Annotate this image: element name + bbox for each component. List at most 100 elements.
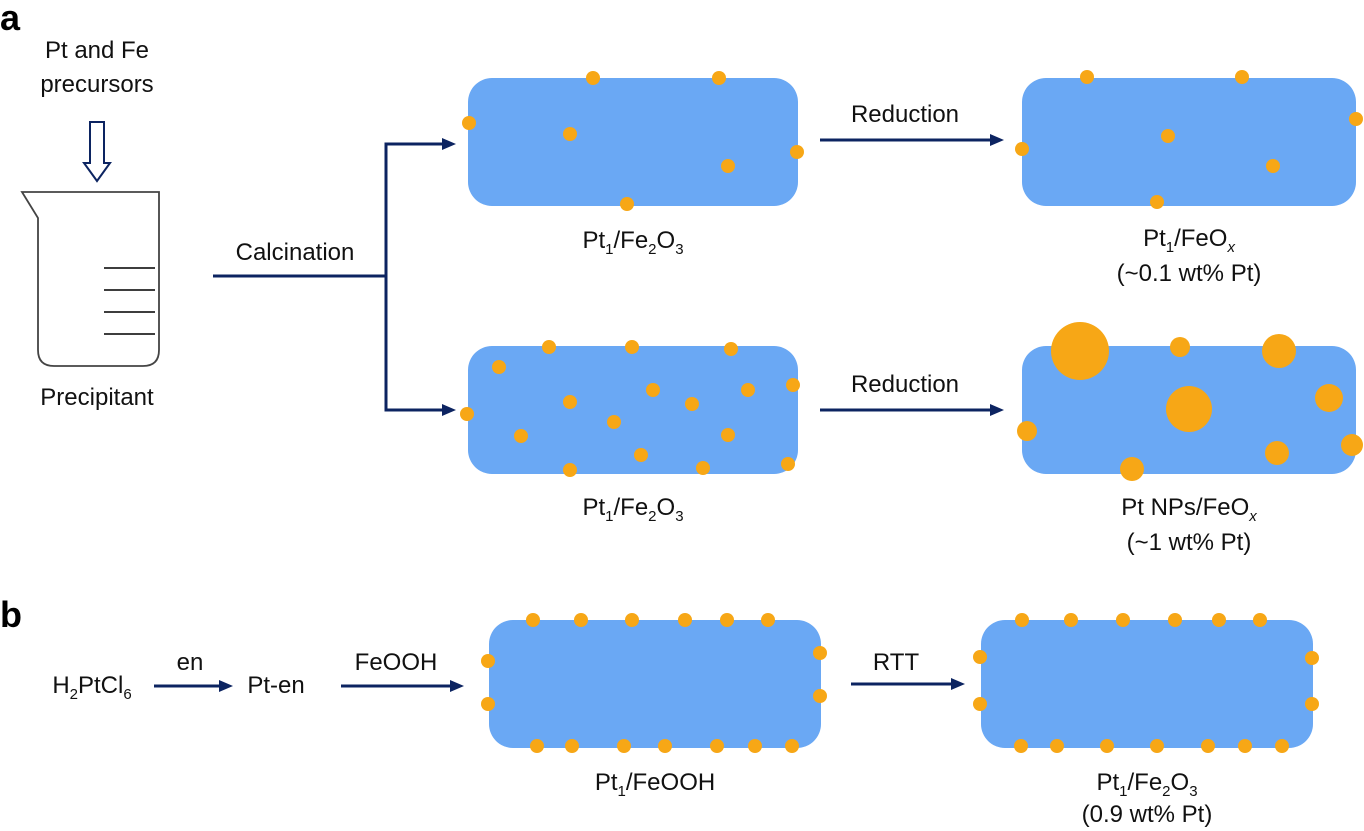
particle: [1017, 421, 1037, 441]
hollow-down-arrow-icon: [82, 121, 112, 183]
support-box-top-right: [1022, 78, 1356, 206]
particle: [696, 461, 710, 475]
particle: [1064, 613, 1078, 627]
particle: [1015, 613, 1029, 627]
particle: [460, 407, 474, 421]
particle: [563, 395, 577, 409]
particle: [565, 739, 579, 753]
particle: [1015, 142, 1029, 156]
particle: [1341, 434, 1363, 456]
pt-single-atoms-top-right: [1015, 70, 1363, 209]
pt1-fe2o3-top-label: Pt1/Fe2O3: [582, 227, 683, 258]
particle: [710, 739, 724, 753]
calcination-branch-arrow: [213, 138, 456, 416]
support-box-feooh: [489, 620, 821, 748]
particle: [685, 397, 699, 411]
particle: [1275, 739, 1289, 753]
pt-single-atoms-fe2o3-b: [973, 613, 1319, 753]
particle: [1100, 739, 1114, 753]
panel-a-letter: a: [0, 0, 21, 38]
h2ptcl6-label: H2PtCl6: [52, 672, 131, 703]
pt1-fe2o3-b-label: Pt1/Fe2O3: [1096, 769, 1197, 800]
particle: [1161, 129, 1175, 143]
particle: [574, 613, 588, 627]
calcination-label: Calcination: [236, 239, 355, 266]
particle: [1305, 651, 1319, 665]
particle: [1349, 112, 1363, 126]
pt-nanoparticles: [1017, 322, 1363, 481]
particle: [1170, 337, 1190, 357]
loading-label-bottom: (~1 wt% Pt): [1127, 529, 1252, 556]
panel-b-letter: b: [0, 594, 22, 635]
particle: [720, 613, 734, 627]
particle: [712, 71, 726, 85]
particle: [563, 463, 577, 477]
particle: [514, 429, 528, 443]
particle: [1266, 159, 1280, 173]
particle: [1080, 70, 1094, 84]
particle: [1168, 613, 1182, 627]
particle: [721, 159, 735, 173]
precipitant-label: Precipitant: [40, 384, 154, 411]
particle: [1201, 739, 1215, 753]
particle: [492, 360, 506, 374]
particle: [973, 650, 987, 664]
particle: [678, 613, 692, 627]
particle: [781, 457, 795, 471]
support-box-top-left: [468, 78, 798, 206]
particle: [724, 342, 738, 356]
particle: [813, 689, 827, 703]
particle: [646, 383, 660, 397]
reduction-arrow-top: [820, 134, 1004, 146]
feooh-arrow: [341, 680, 464, 692]
particle: [1305, 697, 1319, 711]
particle: [530, 739, 544, 753]
particle: [526, 613, 540, 627]
particle: [1166, 386, 1212, 432]
particle: [1014, 739, 1028, 753]
particle: [481, 654, 495, 668]
pt-en-label: Pt-en: [247, 672, 304, 699]
particle: [1116, 613, 1130, 627]
pt-single-atoms-feooh: [481, 613, 827, 753]
reduction-label-top: Reduction: [851, 101, 959, 128]
rtt-arrow: [851, 678, 965, 690]
reduction-label-bottom: Reduction: [851, 371, 959, 398]
particle: [790, 145, 804, 159]
particle: [462, 116, 476, 130]
particle: [1262, 334, 1296, 368]
en-arrow: [154, 680, 233, 692]
precursors-label-line1: Pt and Fe: [45, 37, 149, 64]
particle: [625, 613, 639, 627]
pt1-fe2o3-bottom-label: Pt1/Fe2O3: [582, 494, 683, 525]
particle: [1238, 739, 1252, 753]
particle: [785, 739, 799, 753]
rtt-label: RTT: [873, 649, 920, 676]
particle: [481, 697, 495, 711]
particle: [658, 739, 672, 753]
pt-nps-feox-label: Pt NPs/FeOx: [1121, 494, 1257, 525]
en-label: en: [177, 649, 204, 676]
particle: [1120, 457, 1144, 481]
particle: [813, 646, 827, 660]
particle: [1315, 384, 1343, 412]
pt1-feox-label: Pt1/FeOx: [1143, 225, 1235, 256]
feooh-label: FeOOH: [355, 649, 438, 676]
beaker-icon: [20, 191, 160, 367]
particle: [1051, 322, 1109, 380]
pt1-feooh-label: Pt1/FeOOH: [595, 769, 715, 800]
particle: [625, 340, 639, 354]
support-box-bottom-left: [468, 346, 798, 474]
particle: [748, 739, 762, 753]
particle: [1150, 195, 1164, 209]
particle: [1212, 613, 1226, 627]
particle: [607, 415, 621, 429]
particle: [586, 71, 600, 85]
particle: [741, 383, 755, 397]
particle: [973, 697, 987, 711]
loading-label-top: (~0.1 wt% Pt): [1117, 260, 1262, 287]
support-box-fe2o3-b: [981, 620, 1313, 748]
particle: [542, 340, 556, 354]
particle: [620, 197, 634, 211]
